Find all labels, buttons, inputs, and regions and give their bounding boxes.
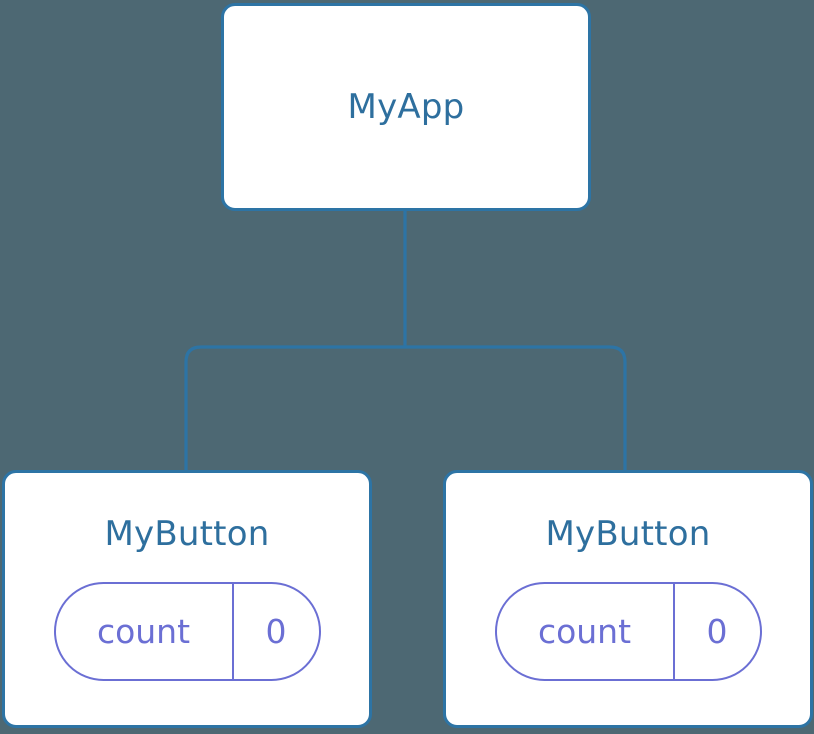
- node-title: MyApp: [347, 87, 465, 127]
- state-value: 0: [231, 584, 319, 679]
- node-myapp[interactable]: MyApp: [221, 3, 591, 211]
- node-title: MyButton: [545, 514, 711, 554]
- node-mybutton-left[interactable]: MyButton count 0: [2, 470, 372, 728]
- node-title: MyButton: [104, 514, 270, 554]
- edge-root-to-child-left: [184, 345, 405, 474]
- state-key: count: [537, 612, 632, 651]
- state-value: 0: [672, 584, 760, 679]
- state-pill[interactable]: count 0: [494, 582, 762, 681]
- edge-root-to-child-right: [405, 345, 627, 474]
- state-key: count: [96, 612, 191, 651]
- state-pill[interactable]: count 0: [53, 582, 321, 681]
- node-mybutton-right[interactable]: MyButton count 0: [443, 470, 813, 728]
